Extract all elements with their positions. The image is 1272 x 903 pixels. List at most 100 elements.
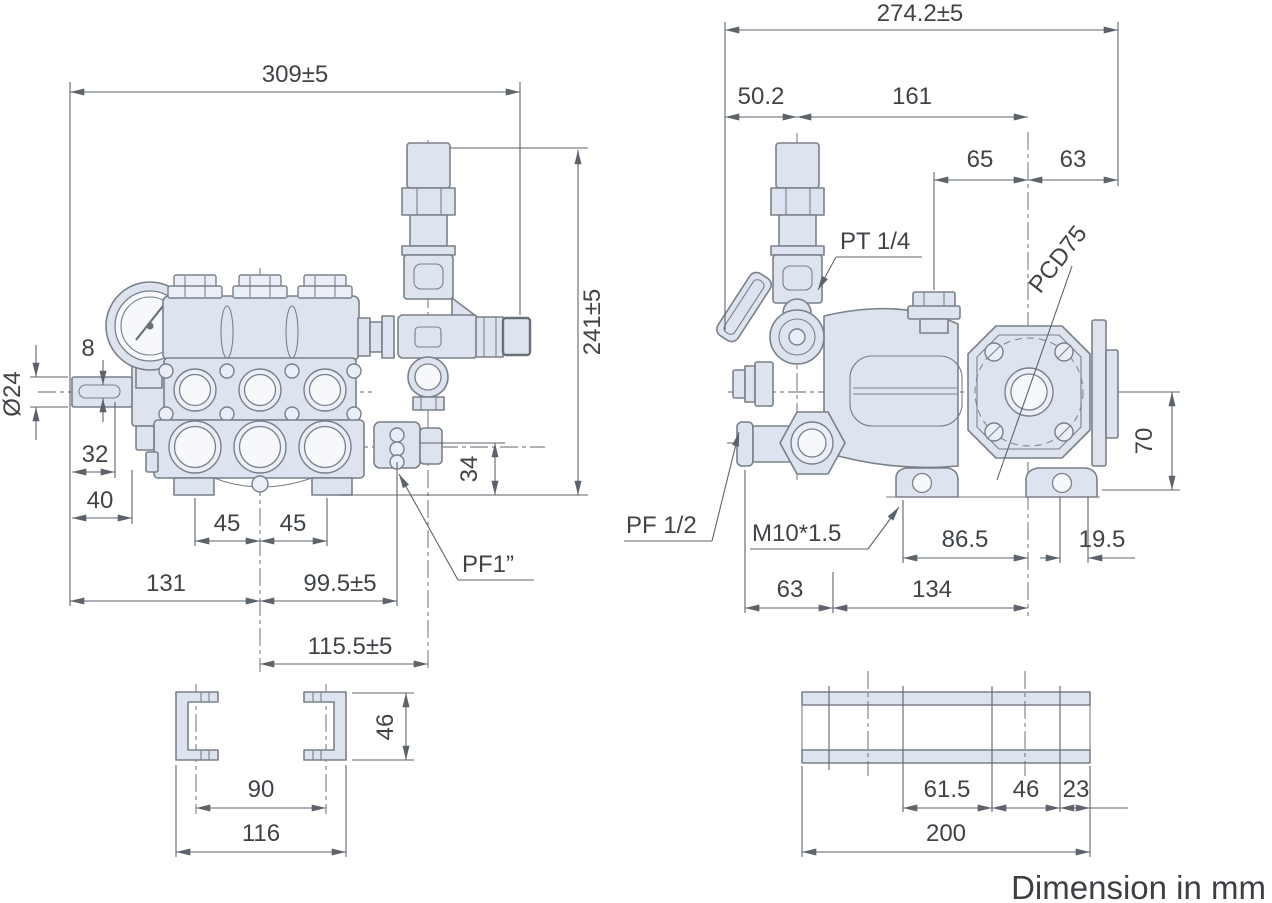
label-bolt-circle: PCD75 (1024, 221, 1093, 299)
front-dimensions: 309±5 241±5 Ø24 8 32 40 45 45 131 99.5±5… (0, 61, 606, 668)
dim-front-to-valve: 50.2 (738, 83, 785, 110)
dim-front-overall-height: 241±5 (579, 289, 606, 356)
dim-plunger-pitch-right: 45 (280, 510, 307, 537)
bolt (219, 363, 235, 379)
front-manifold (162, 295, 360, 361)
unloader-cap (775, 142, 820, 189)
screw-slot (987, 425, 1001, 439)
front-unloader (357, 142, 532, 411)
front-outlet-cap (419, 427, 443, 465)
side-left-stub (744, 365, 756, 403)
unloader-window (782, 265, 813, 291)
front-foot-left (173, 477, 215, 496)
bore-inner (178, 373, 212, 407)
unloader-handle (716, 271, 772, 343)
rail-view: 61.5 46 23 200 (801, 671, 1128, 857)
gauge-hub (146, 322, 154, 330)
bore-inner (173, 425, 217, 469)
bore-inner (238, 425, 282, 469)
leader-line (996, 265, 1073, 481)
screw-slot (1057, 345, 1071, 359)
leader-line (867, 506, 900, 550)
dim-keyway-width: 8 (81, 335, 94, 362)
bracket-right (303, 691, 347, 761)
leader-line (711, 431, 740, 542)
dim-shaft-length: 40 (87, 487, 114, 514)
dim-cover-to-shaft-end: 63 (1060, 146, 1087, 173)
dim-rail-hole-pitch-a: 61.5 (924, 776, 971, 803)
foot-hole (911, 472, 933, 494)
bolt (284, 363, 300, 379)
bore-inner (308, 373, 342, 407)
unloader-cylinder (778, 214, 817, 247)
label-inlet-port: PF 1/2 (626, 512, 697, 539)
unloader-body (403, 254, 454, 300)
unloader-gusset (451, 297, 477, 317)
dim-shaft-diameter: Ø24 (0, 371, 26, 416)
cross-left-joint (357, 317, 371, 357)
front-left-stub2 (145, 451, 159, 473)
dimension-unit-note: Dimension in mm (1011, 869, 1266, 903)
rail-top (801, 691, 1091, 706)
valve-cap (232, 285, 288, 299)
dim-rail-length: 200 (926, 820, 966, 847)
valve-caps (167, 274, 353, 299)
dim-plunger-pitch-left: 45 (214, 510, 241, 537)
bolt-circle (974, 337, 1084, 447)
bore-inner (303, 425, 347, 469)
side-shaft-stub (1105, 349, 1119, 439)
side-unloader (716, 142, 825, 365)
side-neck (849, 355, 963, 427)
shaft-bore-inner (1010, 373, 1048, 411)
dim-hole-to-shaft-end: 19.5 (1079, 526, 1126, 553)
label-mount-thread: M10*1.5 (752, 520, 841, 547)
bolt (346, 406, 362, 422)
dim-bracket-height: 46 (372, 714, 399, 741)
cross-window (414, 326, 442, 348)
side-valve-neck (919, 318, 949, 334)
screw-slot (987, 345, 1001, 359)
front-view: 309±5 241±5 Ø24 8 32 40 45 45 131 99.5±5… (0, 61, 606, 672)
dim-cover-height: 70 (1131, 428, 1158, 455)
leader-line (817, 256, 837, 291)
valve-cap (297, 285, 353, 299)
valve-cap (303, 274, 347, 288)
front-left-stub (135, 425, 155, 451)
dim-keyway-length: 32 (82, 441, 109, 468)
hex-port-bore (797, 428, 827, 458)
dim-shaft-to-center: 131 (146, 570, 186, 597)
bearing-cover-inner (976, 334, 1082, 450)
dial-ring (778, 318, 816, 356)
label-outlet-port: PF1” (462, 551, 514, 578)
gauge-stem (135, 367, 163, 389)
bolt (284, 406, 300, 422)
cross-left-joint (381, 315, 395, 359)
unloader-flange (401, 245, 456, 256)
valve-cap (238, 274, 282, 288)
unloader-cap (406, 142, 451, 189)
side-view: 274.2±5 50.2 161 65 63 70 86.5 19.5 63 1… (624, 0, 1180, 616)
front-foot-right (311, 477, 353, 496)
unloader-cross (397, 314, 479, 359)
side-left-stub (754, 361, 774, 407)
side-left-stub (732, 369, 746, 399)
cover-screws (984, 342, 1074, 442)
side-dimensions: 274.2±5 50.2 161 65 63 70 86.5 19.5 63 1… (624, 0, 1180, 613)
bypass-ribs (412, 396, 445, 411)
side-inlet-flange (736, 421, 754, 467)
bolt (346, 363, 362, 379)
bore-inner (243, 373, 277, 407)
cross-left-joint (369, 321, 383, 353)
dim-center-to-outlet: 99.5±5 (303, 570, 376, 597)
dim-front-overall-width: 309±5 (262, 61, 329, 88)
head-bolts (158, 363, 362, 422)
side-valve-base (907, 305, 961, 320)
dim-outlet-height: 34 (456, 456, 483, 483)
leader-line (398, 473, 459, 581)
dim-foot-to-cover: 86.5 (942, 526, 989, 553)
dim-valve-to-cover: 161 (892, 83, 932, 110)
label-gauge-port: PT 1/4 (840, 228, 910, 255)
valve-cap (167, 285, 223, 299)
dim-center-to-bypass: 115.5±5 (308, 633, 393, 660)
